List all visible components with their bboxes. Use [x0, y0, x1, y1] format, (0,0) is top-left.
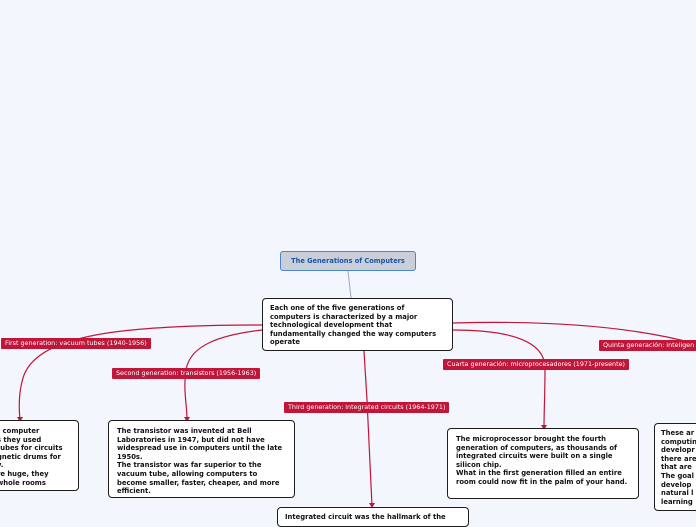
arrow-second: [184, 417, 190, 422]
branch-label-fourth[interactable]: Cuarta generación: microprocesadores (19…: [443, 359, 630, 370]
connector-fourth: [452, 329, 546, 429]
topic-third-generation[interactable]: Integrated circuit was the hallmark of t…: [277, 507, 469, 527]
connector-fifth: [452, 321, 696, 345]
topic-first-generation[interactable]: t computer s they used tubes for circuit…: [0, 420, 79, 491]
root-topic[interactable]: The Generations of Computers: [280, 251, 416, 271]
topic-second-generation[interactable]: The transistor was invented at Bell Labo…: [108, 420, 295, 498]
topic-fifth-generation[interactable]: These ar computin developr there are tha…: [654, 423, 696, 511]
connector-first: [18, 324, 263, 421]
arrow-fourth: [541, 425, 547, 430]
title-connector: [347, 270, 352, 299]
branch-label-third[interactable]: Third generation: integrated circuits (1…: [284, 402, 450, 413]
branch-label-fifth[interactable]: Quinta generación: inteligen: [599, 340, 696, 351]
connector-third: [363, 350, 373, 507]
arrow-third: [369, 503, 375, 508]
branch-label-first[interactable]: First generation: vacuum tubes (1940-195…: [1, 338, 151, 349]
arrow-first: [17, 417, 23, 422]
central-topic[interactable]: Each one of the five generations of comp…: [262, 298, 453, 351]
topic-fourth-generation[interactable]: The microprocessor brought the fourth ge…: [447, 428, 639, 499]
branch-label-second[interactable]: Second generation: transistors (1956-196…: [112, 368, 261, 379]
